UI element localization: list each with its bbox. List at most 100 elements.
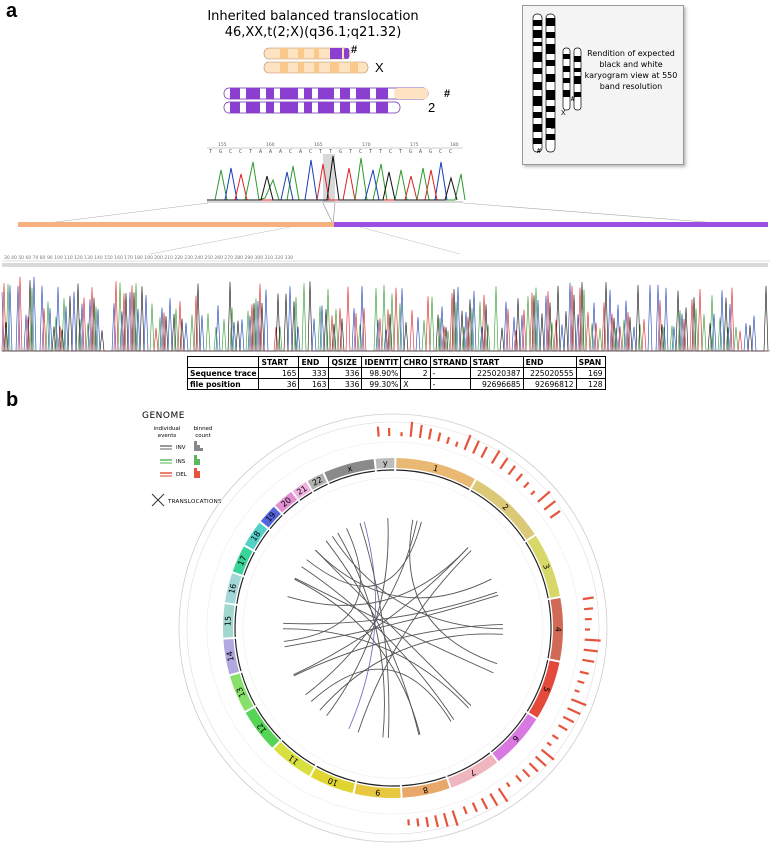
svg-text:T: T	[209, 149, 212, 155]
chromosome-segment-17	[232, 546, 253, 575]
binned-del-bar	[471, 802, 478, 813]
chromosome-segment-22	[307, 473, 327, 490]
chromosome-label-x: x	[346, 464, 353, 474]
chromosome-axis-5	[526, 660, 549, 712]
svg-text:C: C	[359, 149, 362, 155]
karyogram-chromosome-short	[562, 47, 582, 111]
table-cell: -	[429, 367, 471, 379]
chromosome-axis-y	[376, 469, 395, 472]
chromosome-label-7: 7	[469, 767, 478, 777]
chromosome-label-9: 9	[375, 788, 381, 797]
binned-del-bar	[522, 768, 531, 778]
translocation-link	[348, 521, 377, 729]
table-cell: 225020387	[469, 367, 524, 379]
alignment-table-container: START END QSIZE IDENTIT CHRO STRAND STAR…	[186, 356, 606, 390]
svg-text:C: C	[239, 149, 242, 155]
normal-chr2-chromosome	[223, 101, 401, 114]
karyogram-description: Rendition of expected black and white ka…	[584, 49, 678, 91]
binned-del-bar	[530, 490, 536, 496]
translocation-link	[319, 633, 503, 711]
binned-del-bar	[376, 426, 380, 437]
binned-del-bar	[451, 810, 459, 827]
binned-del-bar	[543, 500, 556, 511]
karyogram-ideogram	[532, 13, 582, 153]
legend-binned-count: binned count	[193, 426, 213, 439]
binned-del-bar	[505, 782, 511, 788]
binned-del-bar	[437, 432, 442, 442]
translocation-link	[301, 566, 455, 720]
table-cell: 92696685	[469, 378, 524, 390]
legend-del: DEL	[176, 472, 187, 478]
svg-text:T: T	[319, 149, 322, 155]
svg-text:A: A	[299, 149, 302, 155]
table-cell: 99.30%	[361, 378, 402, 390]
chromosome-axis-19	[269, 514, 283, 530]
chromosome-label-1: 1	[432, 464, 439, 474]
table-cell: -	[429, 378, 471, 390]
legend-title: GENOME	[142, 411, 185, 421]
binned-del-bar	[442, 812, 449, 827]
blat-alignment-table: START END QSIZE IDENTIT CHRO STRAND STAR…	[186, 356, 606, 390]
translocation-link	[283, 591, 498, 625]
translocation-link	[305, 520, 418, 696]
karyogram-inset: # 2 # X Rendition of expected black and …	[522, 5, 684, 165]
binned-del-bar	[499, 457, 509, 470]
chromosome-segment-10	[310, 768, 355, 794]
chromosome-label-2: 2	[501, 502, 511, 512]
chromosome-label-5: 5	[541, 685, 551, 693]
svg-text:C: C	[229, 149, 232, 155]
figure-title-line2: 46,XX,t(2;X)(q36.1;q21.32)	[224, 25, 402, 40]
table-cell: 336	[328, 367, 363, 379]
translocation-link	[287, 547, 469, 606]
chromosome-axis-17	[243, 551, 255, 576]
binned-del-bar	[528, 762, 539, 773]
binned-del-bar	[490, 449, 501, 464]
chromosome-axis-8	[401, 776, 446, 787]
events-track-ring	[206, 441, 580, 815]
legend-inv: INV	[176, 445, 186, 451]
binned-del-bar	[497, 787, 509, 803]
binned-del-bar	[584, 638, 601, 642]
svg-text:A: A	[419, 149, 422, 155]
chromosome-segment-2	[471, 480, 535, 540]
svg-text:30 40 50 60 70 80 90 100 110 1: 30 40 50 60 70 80 90 100 110 120 130 140…	[4, 255, 293, 261]
header-cell-start2: START	[469, 356, 524, 368]
binned-del-bar	[582, 658, 595, 663]
chromosome-axis-7	[447, 752, 491, 777]
chromosome-label-16: 16	[227, 583, 238, 595]
translocation-link	[293, 547, 469, 676]
panel-b-label: b	[6, 389, 19, 411]
binned-del-bar	[577, 680, 585, 685]
chromosome-segment-15	[223, 604, 235, 638]
table-cell: file position	[186, 378, 260, 390]
chromosome-axis-15	[234, 605, 238, 637]
karyo-hash-a: #	[537, 148, 541, 155]
panel-a-label: a	[6, 0, 18, 22]
chromosome-segment-18	[244, 522, 268, 550]
svg-text:G: G	[409, 149, 412, 155]
derivative-chr2-chromosome	[223, 87, 429, 100]
table-header-row: START END QSIZE IDENTIT CHRO STRAND STAR…	[186, 356, 606, 368]
translocation-link	[359, 522, 390, 738]
binned-del-track	[376, 421, 601, 828]
svg-text:G: G	[339, 149, 342, 155]
binned-del-bar	[454, 441, 459, 447]
inv-legend-icon	[160, 441, 203, 451]
binned-del-bar	[446, 436, 451, 445]
tick-155: 155	[218, 143, 227, 148]
karyo-hash-b: #	[571, 96, 575, 103]
binned-del-bar	[462, 806, 468, 815]
table-cell: X	[400, 378, 431, 390]
svg-text:T: T	[379, 149, 382, 155]
chromosome-label-3: 3	[541, 563, 551, 571]
svg-text:A: A	[259, 149, 262, 155]
legend-ins: INS	[176, 459, 186, 465]
chromosome-axis-21	[299, 491, 313, 501]
breakpoint-callout-lines	[18, 202, 768, 255]
table-row: file position 36 163 336 99.30% X - 9269…	[186, 378, 606, 390]
binned-del-bar	[480, 446, 488, 459]
translocation-link	[326, 518, 389, 717]
chromosome-label-15: 15	[223, 616, 232, 627]
